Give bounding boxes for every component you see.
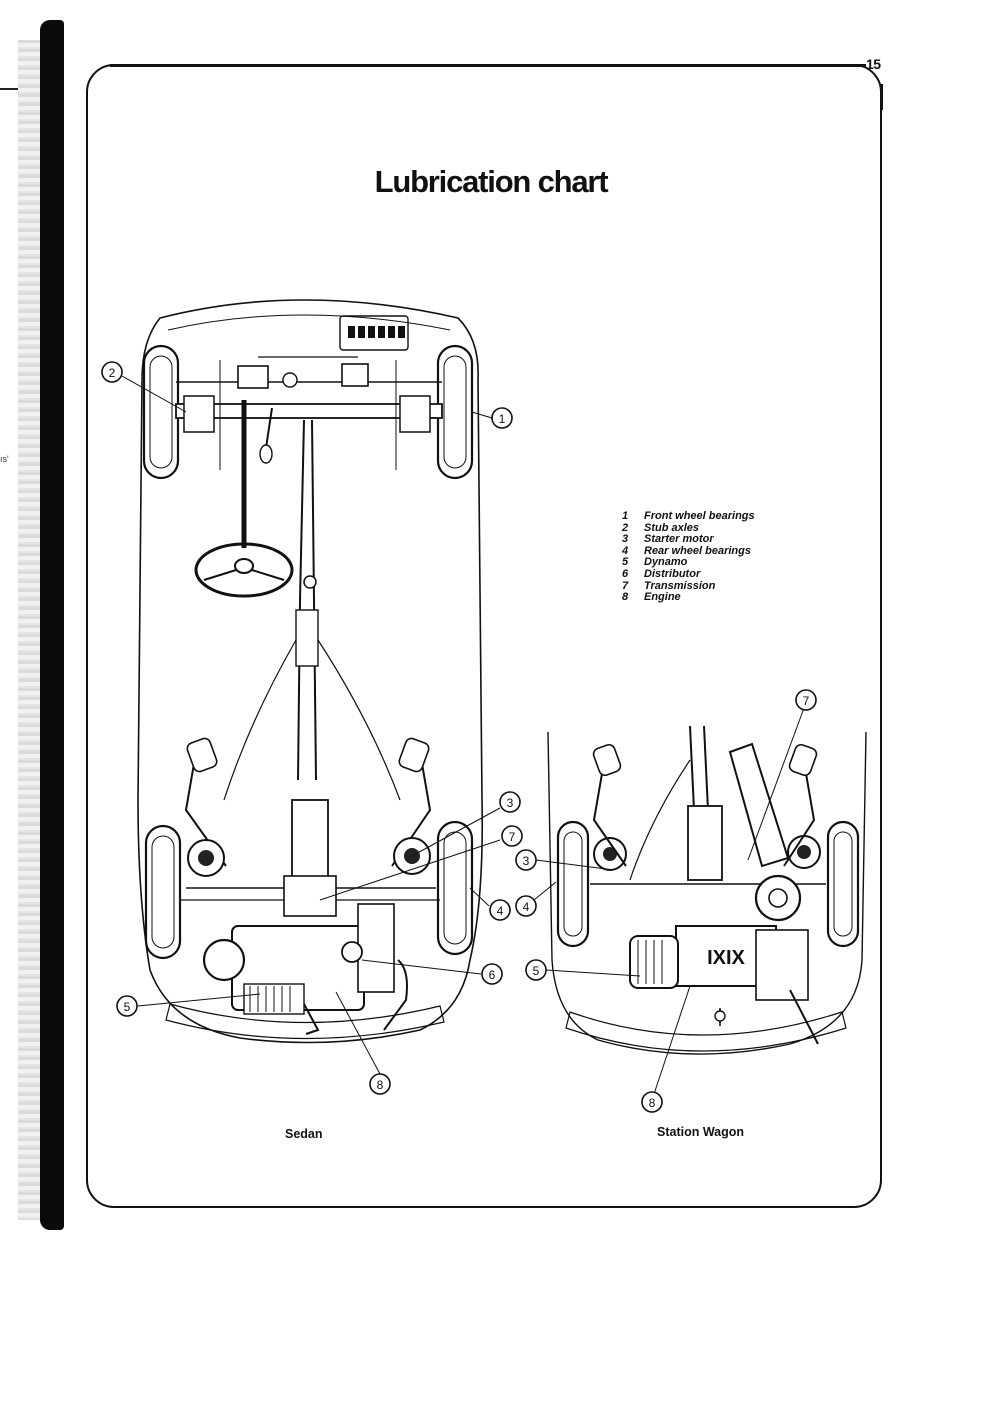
legend-number: 7 <box>622 579 629 592</box>
wagon-illustration: IXIX 7 3 4 5 8 <box>515 689 867 1113</box>
legend-item: 5 Dynamo <box>622 557 755 569</box>
legend-label: Stub axles <box>644 521 700 534</box>
sedan-callout-2: 2 <box>101 361 123 383</box>
legend-label: Rear wheel bearings <box>644 544 751 557</box>
svg-text:5: 5 <box>533 964 540 978</box>
svg-text:1: 1 <box>499 412 506 426</box>
legend-item: 1 Front wheel bearings <box>622 510 755 523</box>
edge-text: ıs' <box>0 454 9 464</box>
sedan-callout-1: 1 <box>491 407 513 429</box>
edge-mark <box>0 88 18 90</box>
wagon-callout-3: 3 <box>515 849 537 871</box>
wagon-callout-4: 4 <box>515 895 537 917</box>
svg-text:3: 3 <box>523 854 530 868</box>
wagon-callout-8: 8 <box>641 1091 663 1113</box>
frame-top-rule <box>110 64 866 67</box>
sedan-caption: Sedan <box>285 1127 323 1141</box>
legend-number: 3 <box>622 533 629 546</box>
legend-label: Front wheel bearings <box>644 510 755 522</box>
svg-text:IXIX: IXIX <box>707 947 745 969</box>
svg-text:8: 8 <box>649 1096 656 1110</box>
frame-right-tick <box>880 84 883 110</box>
legend-number: 6 <box>622 567 629 580</box>
sedan-callout-4: 4 <box>489 899 511 921</box>
legend-number: 1 <box>622 510 629 522</box>
legend-item: 2 Stub axles <box>622 521 755 535</box>
book-spine <box>40 20 64 1230</box>
svg-text:4: 4 <box>497 904 504 918</box>
page-title-text: Lubrication chart <box>374 164 609 199</box>
svg-text:4: 4 <box>523 900 530 914</box>
legend-item: 8 Engine <box>622 592 755 604</box>
svg-text:2: 2 <box>109 366 116 380</box>
svg-text:8: 8 <box>377 1078 384 1092</box>
legend-item: 3 Starter motor <box>622 534 755 546</box>
legend-number: 8 <box>622 591 629 604</box>
legend-number: 4 <box>622 544 629 557</box>
wagon-callout-5: 5 <box>525 959 547 981</box>
legend-number: 2 <box>622 521 629 534</box>
legend-label: Dynamo <box>644 556 688 569</box>
svg-text:7: 7 <box>509 830 516 844</box>
page-number: 15 <box>866 56 881 72</box>
sedan-callout-3: 3 <box>499 791 521 813</box>
sedan-callout-5: 5 <box>116 995 138 1017</box>
wagon-caption: Station Wagon <box>657 1125 745 1139</box>
sedan-illustration: 2 1 3 7 4 6 5 8 <box>101 299 523 1095</box>
svg-text:3: 3 <box>507 796 514 810</box>
lubrication-legend: 1 Front wheel bearings 2 Stub axles 3 Start… <box>622 510 755 604</box>
sedan-callout-7: 7 <box>501 825 523 847</box>
legend-item: 7 Transmission <box>622 579 755 593</box>
book-binding-shadow <box>18 40 44 1220</box>
sedan-callout-6: 6 <box>481 963 503 985</box>
svg-text:6: 6 <box>489 968 496 982</box>
sedan-callout-8: 8 <box>369 1073 391 1095</box>
legend-item: 4 Rear wheel bearings <box>622 544 755 558</box>
legend-label: Starter motor <box>644 533 714 546</box>
page-title: Lubrication chart <box>0 164 994 200</box>
legend-number: 5 <box>622 556 629 569</box>
wagon-callout-7: 7 <box>795 689 817 711</box>
legend-label: Transmission <box>644 579 716 592</box>
svg-text:7: 7 <box>803 694 810 708</box>
legend-label: Engine <box>644 591 681 604</box>
legend-label: Distributor <box>644 567 701 580</box>
svg-text:5: 5 <box>124 1000 131 1014</box>
legend-item: 6 Distributor <box>622 567 755 581</box>
